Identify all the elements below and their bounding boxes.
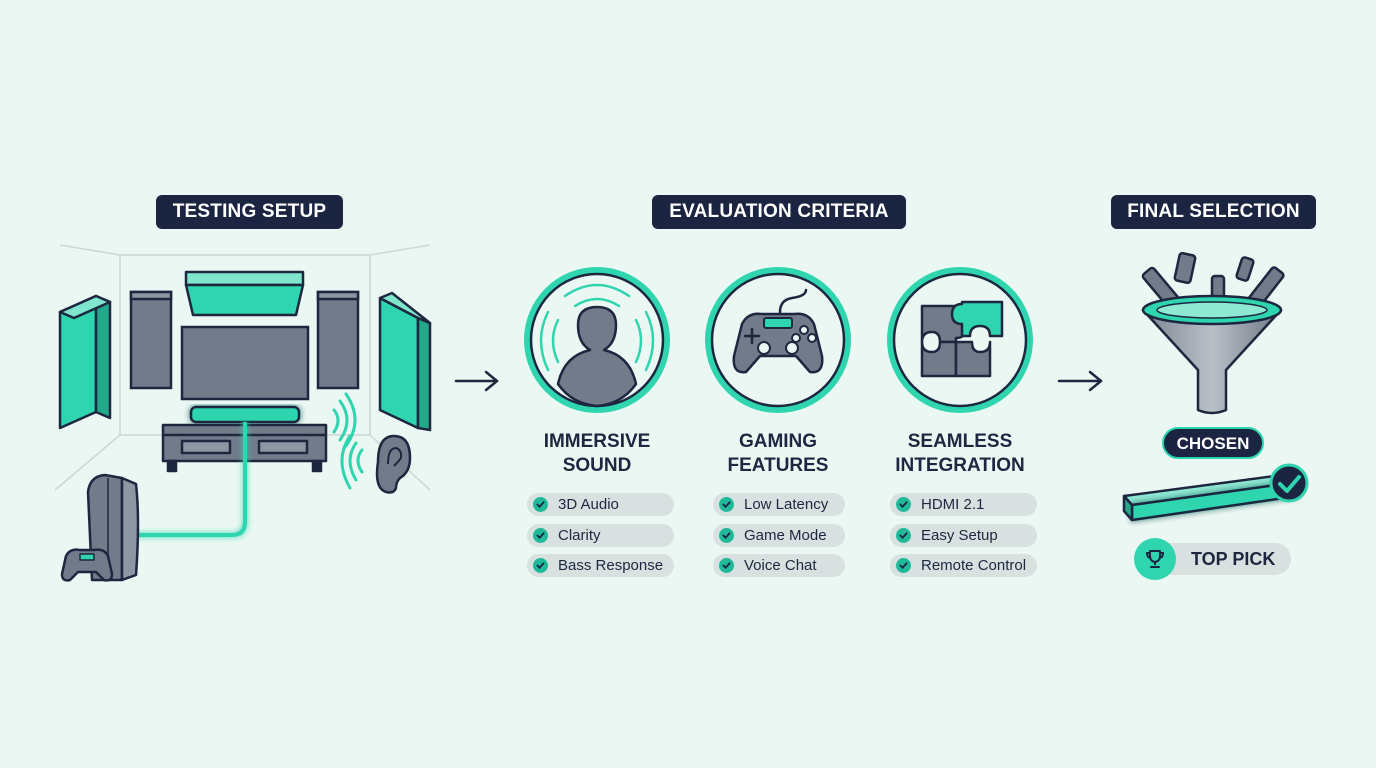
criteria-item: Bass Response — [527, 554, 674, 577]
tv-screen — [180, 325, 310, 401]
check-icon — [533, 558, 548, 573]
chosen-badge: CHOSEN — [1162, 427, 1264, 459]
check-icon — [719, 558, 734, 573]
section-label-evaluation-criteria: EVALUATION CRITERIA — [652, 195, 906, 229]
criteria-title-seamless-integration: SEAMLESS INTEGRATION — [895, 431, 1025, 476]
center-speaker — [184, 270, 305, 317]
criteria-item: Game Mode — [713, 524, 845, 547]
left-tower-speaker — [129, 290, 173, 390]
check-icon — [896, 497, 911, 512]
section-label-final-selection: FINAL SELECTION — [1111, 195, 1316, 229]
criteria-title-immersive-sound: IMMERSIVE SOUND — [543, 431, 651, 476]
criteria-item: HDMI 2.1 — [890, 493, 1037, 516]
check-icon — [719, 497, 734, 512]
listener-sound-icon — [524, 267, 670, 413]
criteria-title-gaming-features: GAMING FEATURES — [727, 431, 829, 476]
checkmark-icon — [1269, 463, 1309, 503]
criteria-item: Remote Control — [890, 554, 1037, 577]
gamepad-icon — [705, 267, 851, 413]
section-label-testing-setup: TESTING SETUP — [156, 195, 343, 229]
funnel-icon — [1141, 294, 1283, 415]
top-pick-label: TOP PICK — [1191, 549, 1276, 569]
check-icon — [896, 558, 911, 573]
criteria-item: Easy Setup — [890, 524, 1037, 547]
check-icon — [719, 528, 734, 543]
check-icon — [896, 528, 911, 543]
arrow-to-criteria-icon — [454, 370, 499, 392]
check-icon — [533, 528, 548, 543]
trophy-icon — [1134, 538, 1176, 580]
criteria-item: 3D Audio — [527, 493, 674, 516]
right-panel-speaker — [378, 291, 432, 432]
top-pick-badge: TOP PICK — [1134, 538, 1291, 580]
arrow-to-final-icon — [1057, 370, 1103, 392]
soundbar — [189, 405, 301, 424]
sound-wave-icon — [332, 392, 364, 490]
small-controller-icon — [60, 548, 114, 582]
criteria-item: Clarity — [527, 524, 674, 547]
puzzle-icon — [887, 267, 1033, 413]
right-tower-speaker — [316, 290, 360, 390]
left-panel-speaker — [58, 294, 112, 430]
ear-icon — [375, 434, 412, 494]
hdmi-cable — [130, 422, 247, 537]
check-icon — [533, 497, 548, 512]
criteria-item: Low Latency — [713, 493, 845, 516]
criteria-item: Voice Chat — [713, 554, 845, 577]
